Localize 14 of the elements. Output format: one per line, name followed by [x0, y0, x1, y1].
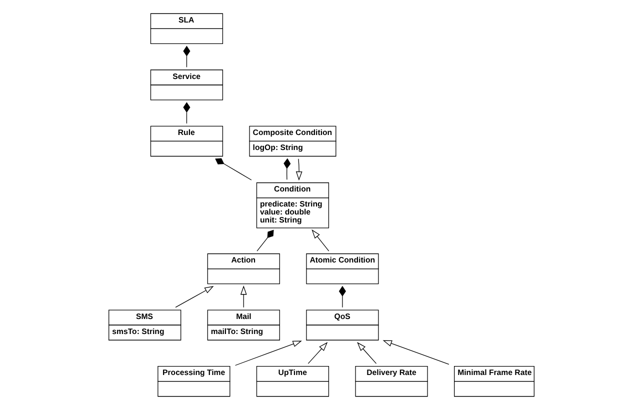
connector [183, 102, 190, 124]
connector [215, 158, 252, 180]
connector [256, 230, 274, 252]
connector [284, 158, 291, 180]
arrow [296, 158, 302, 181]
arrow [175, 286, 214, 308]
connector [183, 46, 190, 68]
arrow [240, 286, 247, 308]
arrow [234, 340, 302, 366]
arrow [312, 229, 330, 252]
connector [338, 286, 346, 308]
arrow [382, 340, 450, 365]
arrow [308, 342, 328, 364]
arrow [357, 342, 377, 364]
